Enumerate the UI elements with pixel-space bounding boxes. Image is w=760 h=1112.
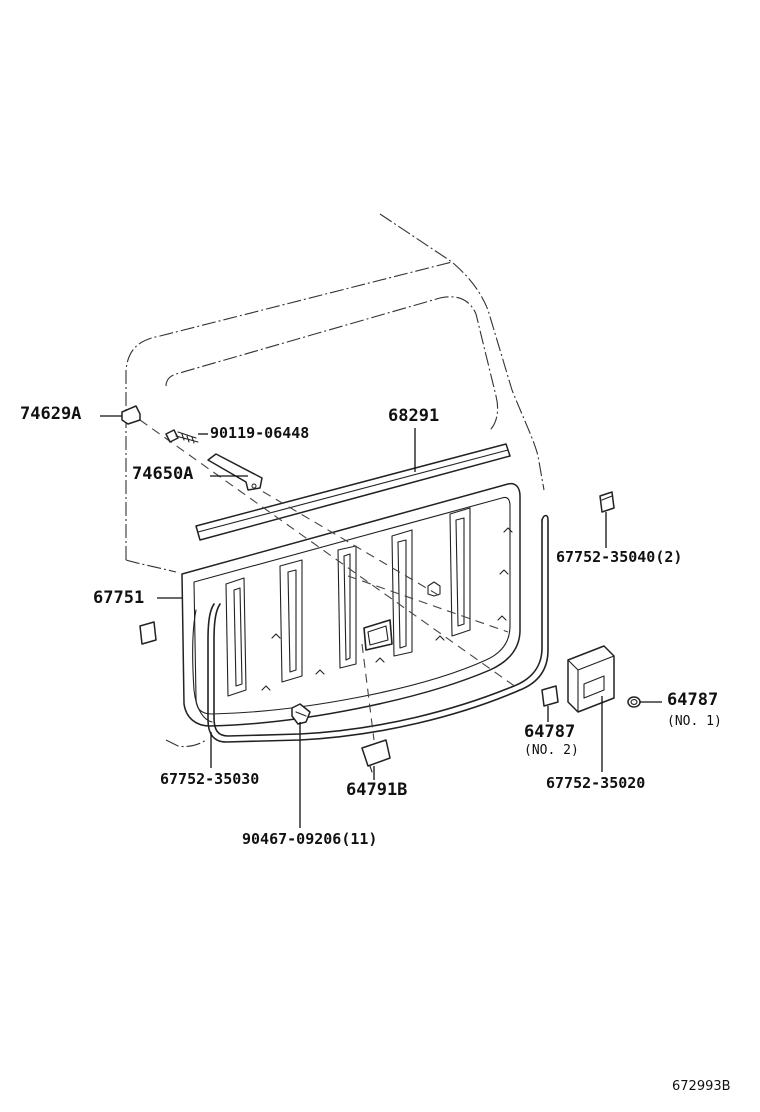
clip-67752-35040: [599, 491, 615, 513]
label-68291: 68291: [388, 406, 440, 426]
cover-64787-no1: [627, 696, 641, 708]
cover-74629A: [121, 405, 141, 425]
label-64787-no1: 64787: [667, 690, 719, 710]
label-74629A: 74629A: [20, 404, 82, 424]
label-64791B: 64791B: [346, 780, 408, 800]
label-90119-06448: 90119-06448: [210, 424, 310, 442]
label-67751: 67751: [93, 588, 145, 608]
clip-90467-09206: [291, 703, 311, 725]
label-67752-35030: 67752-35030: [160, 770, 260, 788]
seal-strip-67752-35030: [192, 514, 549, 743]
clip-left-spare: [139, 621, 157, 645]
leader-lines: [100, 415, 662, 828]
cover-64787-no2: [541, 685, 559, 707]
screw-90119-06448: [165, 429, 199, 444]
door-trim-board-67751: [181, 482, 521, 727]
label-90467-09206: 90467-09206(11): [242, 830, 378, 848]
cap-64791B: [361, 739, 391, 773]
label-no1: (NO. 1): [667, 714, 722, 729]
vehicle-body-outline: [125, 213, 545, 748]
diagram-reference-number: 672993B: [672, 1079, 731, 1094]
pad-67752-35020: [567, 645, 615, 713]
label-67752-35040: 67752-35040(2): [556, 548, 683, 566]
label-64787-no2: 64787: [524, 722, 576, 742]
bracket-74650A: [207, 453, 263, 491]
label-67752-35020: 67752-35020: [546, 774, 646, 792]
label-no2: (NO. 2): [524, 743, 579, 758]
label-74650A: 74650A: [132, 464, 194, 484]
